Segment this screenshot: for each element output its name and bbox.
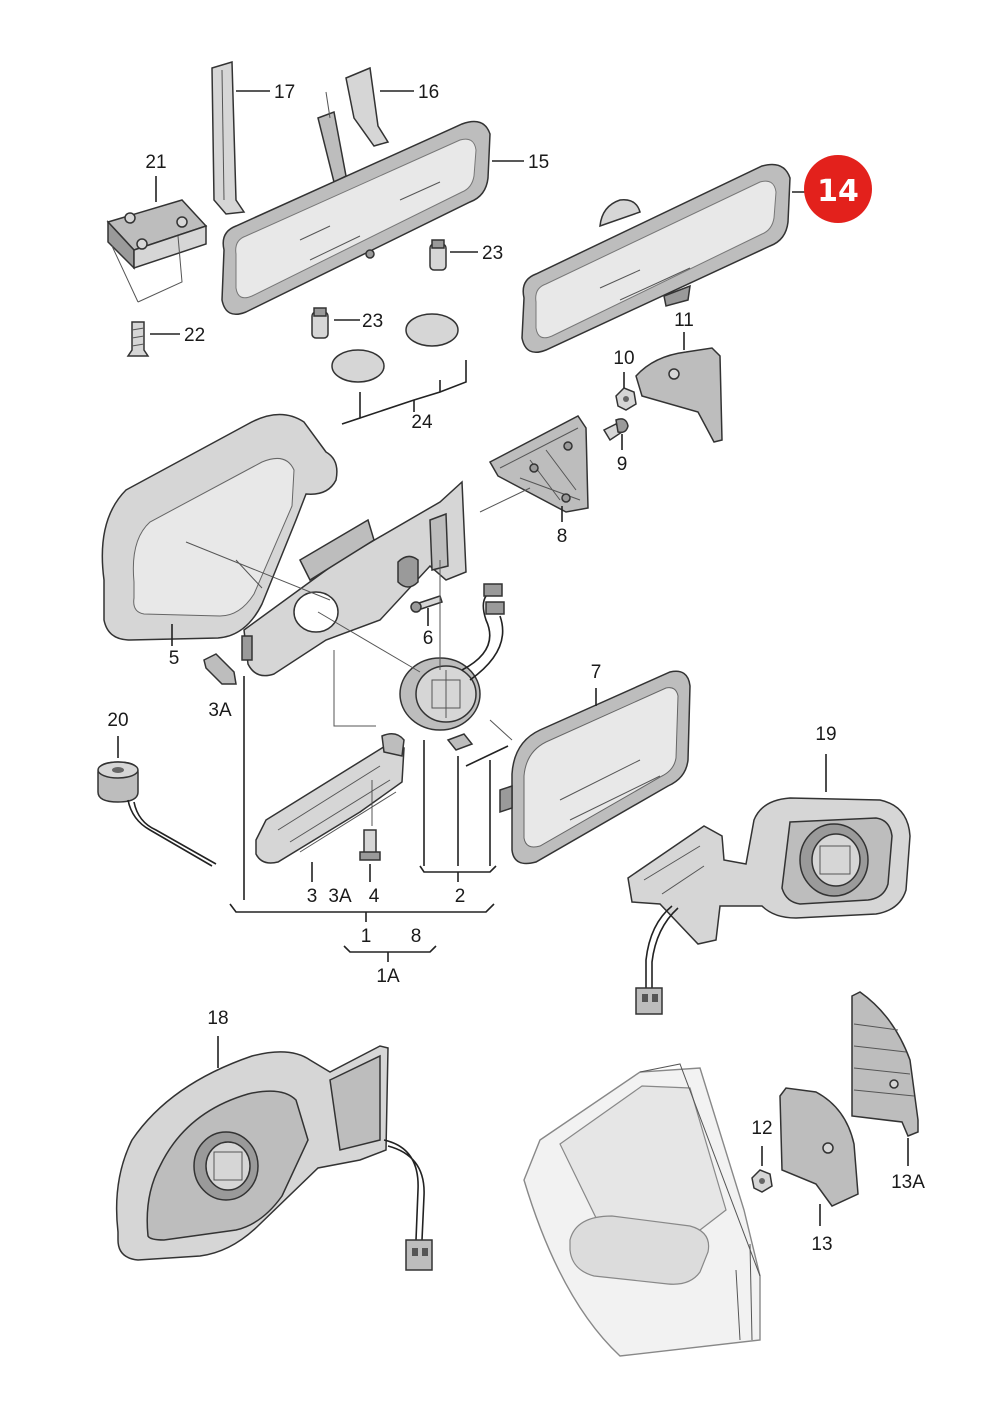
part-5-mirror-housing <box>101 413 338 641</box>
label-19: 19 <box>815 724 836 745</box>
label-13a: 13A <box>891 1172 925 1193</box>
part-12-nut <box>751 1169 773 1193</box>
part-4-screw <box>359 829 381 861</box>
part-11-cover <box>635 347 723 443</box>
part-18-mirror-assembly <box>115 1045 433 1271</box>
part-21-mount-plate <box>106 199 208 270</box>
part-23-bulb-lower <box>311 307 329 339</box>
label-5: 5 <box>169 648 180 669</box>
part-13-inner-trim <box>779 1087 859 1207</box>
label-20: 20 <box>107 710 128 731</box>
part-19-mirror-assembly <box>627 797 911 1015</box>
label-14: 14 <box>817 174 859 209</box>
part-2-motor-assembly <box>399 583 509 767</box>
car-door-illustration <box>523 1063 761 1357</box>
label-12: 12 <box>751 1118 772 1139</box>
label-15: 15 <box>528 152 549 173</box>
label-3: 3 <box>307 886 318 907</box>
label-6: 6 <box>423 628 434 649</box>
label-22: 22 <box>184 325 205 346</box>
assembly-guide-lines <box>185 487 531 826</box>
label-4: 4 <box>369 886 380 907</box>
part-1-mirror-base <box>241 480 467 677</box>
label-1a: 1A <box>376 966 400 987</box>
part-13a-outer-trim <box>851 991 919 1137</box>
label-17: 17 <box>274 82 295 103</box>
label-7: 7 <box>591 662 602 683</box>
part-3a-clip <box>203 653 237 685</box>
label-3a: 3A <box>328 886 352 907</box>
group-brackets <box>229 676 495 962</box>
label-8-part: 8 <box>557 526 568 547</box>
part-8-mounting-base <box>488 415 589 513</box>
label-8-group: 8 <box>411 926 422 947</box>
label-3a-clip: 3A <box>208 700 232 721</box>
label-21: 21 <box>145 152 166 173</box>
part-9-bolt <box>602 418 629 442</box>
label-23-lower: 23 <box>362 311 383 332</box>
part-15-interior-mirror <box>221 120 491 315</box>
label-18: 18 <box>207 1008 228 1029</box>
label-13: 13 <box>811 1234 832 1255</box>
label-10: 10 <box>613 348 634 369</box>
label-23-upper: 23 <box>482 243 503 264</box>
part-10-nut <box>615 387 637 411</box>
part-23-bulb-upper <box>429 239 447 271</box>
label-9: 9 <box>617 454 628 475</box>
label-2: 2 <box>455 886 466 907</box>
part-7-mirror-glass <box>499 670 691 865</box>
label-1: 1 <box>361 926 372 947</box>
part-14-interior-mirror <box>521 163 791 353</box>
callout-labels: 17 16 15 14 21 23 23 22 11 10 24 9 8 6 5… <box>107 82 925 1255</box>
part-24-caps <box>331 313 459 383</box>
label-16: 16 <box>418 82 439 103</box>
label-24: 24 <box>411 412 433 433</box>
label-11: 11 <box>674 310 694 331</box>
part-20-sensor <box>97 761 217 867</box>
highlight-badge-14 <box>804 155 872 223</box>
part-6-screw <box>410 595 443 613</box>
part-17-pillar-trim <box>211 61 246 215</box>
part-22-screw <box>126 321 150 357</box>
part-3-cover-cap <box>255 733 405 864</box>
